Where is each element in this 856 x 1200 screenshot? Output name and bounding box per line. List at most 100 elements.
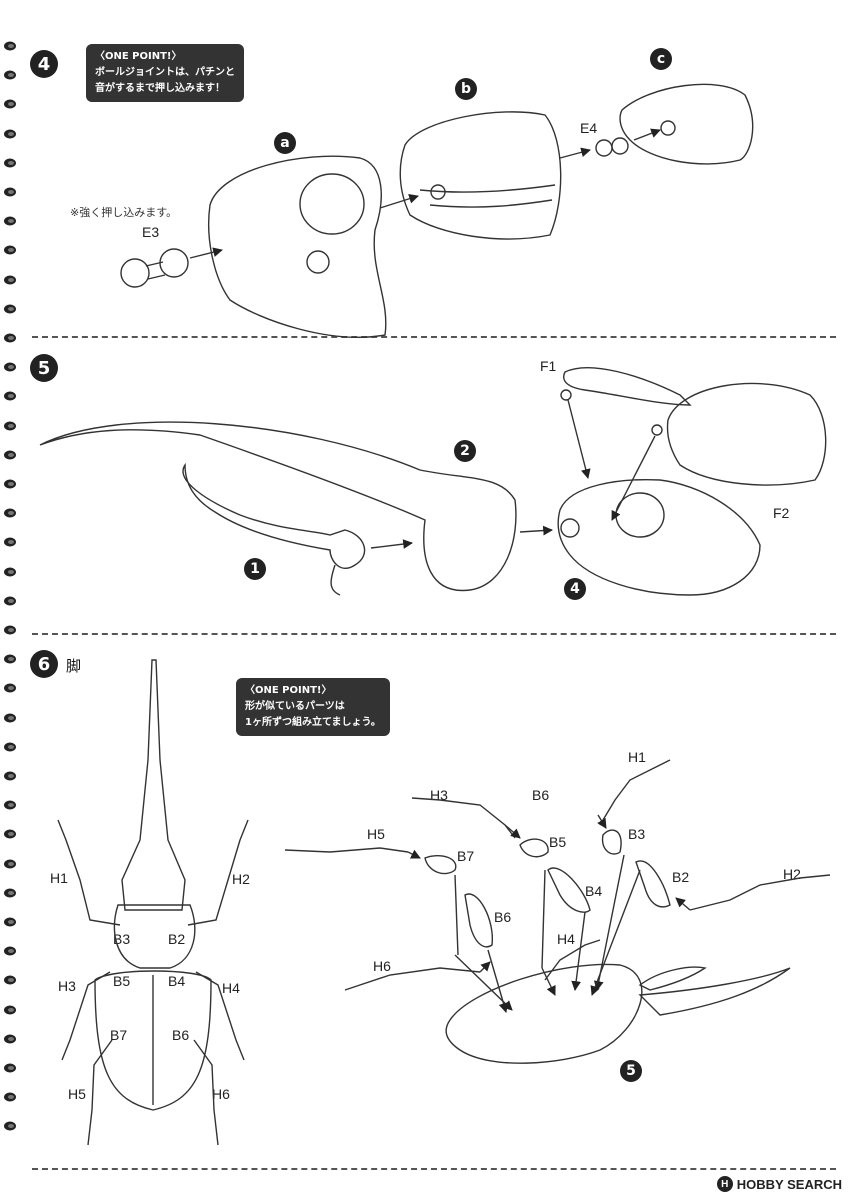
binding-ring xyxy=(4,275,16,285)
binding-ring xyxy=(4,421,16,431)
binding-ring xyxy=(4,333,16,343)
ball-joint-e3 xyxy=(120,248,189,288)
part-label-1: 1 xyxy=(244,558,266,580)
watermark-text: HOBBY SEARCH xyxy=(736,1176,842,1192)
part-label-c: c xyxy=(650,48,672,70)
onepoint-title: 〈ONE POINT!〉 xyxy=(95,51,182,62)
beetle-top-view xyxy=(57,659,249,1146)
binding-ring xyxy=(4,713,16,723)
part-label-4: 4 xyxy=(564,578,586,600)
part-label-f1: F1 xyxy=(540,358,557,374)
binding-ring xyxy=(4,888,16,898)
binding-ring xyxy=(4,742,16,752)
onepoint-title: 〈ONE POINT!〉 xyxy=(245,685,332,696)
step-4-number: 4 xyxy=(30,50,58,78)
part-b-thorax xyxy=(399,111,562,240)
onepoint-line: 音がするまで押し込みます！ xyxy=(95,83,225,94)
section-divider xyxy=(32,633,836,635)
leg-label: H4 xyxy=(222,980,240,996)
binding-ring xyxy=(4,917,16,927)
leg-label: B3 xyxy=(628,826,646,842)
binding-ring xyxy=(4,1034,16,1044)
press-note: ※強く押し込みます。 xyxy=(70,206,178,219)
binding-ring xyxy=(4,245,16,255)
part-label-5: 5 xyxy=(620,1060,642,1082)
step-6-number: 6 xyxy=(30,650,58,678)
binding-ring xyxy=(4,654,16,664)
leg-label: B5 xyxy=(113,973,131,989)
onepoint-box-step4: 〈ONE POINT!〉 ボールジョイントは、パチンと 音がするまで押し込みます… xyxy=(86,44,244,102)
watermark: H HOBBY SEARCH xyxy=(716,1176,842,1192)
leg-label: H6 xyxy=(373,958,391,974)
part-label-a: a xyxy=(274,132,296,154)
section-divider xyxy=(32,1168,836,1170)
binding-ring xyxy=(4,771,16,781)
leg-label: B6 xyxy=(494,909,512,925)
leg-label: B7 xyxy=(457,848,475,864)
leg-label: B2 xyxy=(672,869,690,885)
binding-ring xyxy=(4,99,16,109)
binding-ring xyxy=(4,829,16,839)
binding-ring xyxy=(4,567,16,577)
binding-ring xyxy=(4,1063,16,1073)
horn-1 xyxy=(182,462,366,569)
onepoint-box-step6: 〈ONE POINT!〉 形が似ているパーツは 1ヶ所ずつ組み立てましょう。 xyxy=(236,678,390,736)
leg-label: H6 xyxy=(212,1086,230,1102)
binding-ring xyxy=(4,683,16,693)
leg-label: B6 xyxy=(172,1027,190,1043)
part-label-e4: E4 xyxy=(580,120,598,136)
part-c-abdomen xyxy=(619,83,754,165)
binding-ring xyxy=(4,362,16,372)
onepoint-line: 1ヶ所ずつ組み立てましょう。 xyxy=(245,717,381,728)
leg-label: H4 xyxy=(557,931,575,947)
leg-label: H1 xyxy=(628,749,646,765)
binding-ring xyxy=(4,537,16,547)
part-label-f2: F2 xyxy=(773,505,790,521)
legs-h xyxy=(284,759,831,991)
head-4 xyxy=(557,478,761,596)
legs-b xyxy=(424,829,671,948)
leg-label: B5 xyxy=(549,834,567,850)
leg-label: H5 xyxy=(367,826,385,842)
ball-joint-e4 xyxy=(595,137,629,157)
binding-ring xyxy=(4,1092,16,1102)
part-label-e3: E3 xyxy=(142,224,160,240)
part-label-2: 2 xyxy=(454,440,476,462)
leg-label: B4 xyxy=(168,973,186,989)
legs-caption: 脚 xyxy=(66,657,82,675)
binding-ring xyxy=(4,450,16,460)
binding-ring xyxy=(4,946,16,956)
binding-ring xyxy=(4,41,16,51)
leg-label: H2 xyxy=(232,871,250,887)
binding-ring xyxy=(4,187,16,197)
binding-ring xyxy=(4,625,16,635)
step-5-number: 5 xyxy=(30,354,58,382)
leg-label: B7 xyxy=(110,1027,128,1043)
binding-ring xyxy=(4,479,16,489)
onepoint-line: 形が似ているパーツは xyxy=(245,701,345,712)
binding-ring xyxy=(4,129,16,139)
binding-ring xyxy=(4,508,16,518)
leg-label: H1 xyxy=(50,870,68,886)
leg-label: H5 xyxy=(68,1086,86,1102)
leg-label: B2 xyxy=(168,931,186,947)
binding-ring xyxy=(4,1121,16,1131)
onepoint-line: ボールジョイントは、パチンと xyxy=(95,67,235,78)
section-divider xyxy=(32,336,836,338)
binding-ring xyxy=(4,975,16,985)
part-label-b: b xyxy=(455,78,477,100)
hobby-search-logo-icon: H xyxy=(716,1176,733,1192)
binding-ring xyxy=(4,1005,16,1015)
binding-ring xyxy=(4,596,16,606)
part-f1 xyxy=(563,367,692,406)
leg-label: B6 xyxy=(532,787,550,803)
binding-ring xyxy=(4,216,16,226)
leg-label: B4 xyxy=(585,883,603,899)
leg-label: H3 xyxy=(58,978,76,994)
beetle-underside-view xyxy=(445,963,791,1064)
part-a-head xyxy=(208,155,387,338)
horn-2 xyxy=(39,421,517,592)
binding-ring xyxy=(4,70,16,80)
binding-ring xyxy=(4,800,16,810)
